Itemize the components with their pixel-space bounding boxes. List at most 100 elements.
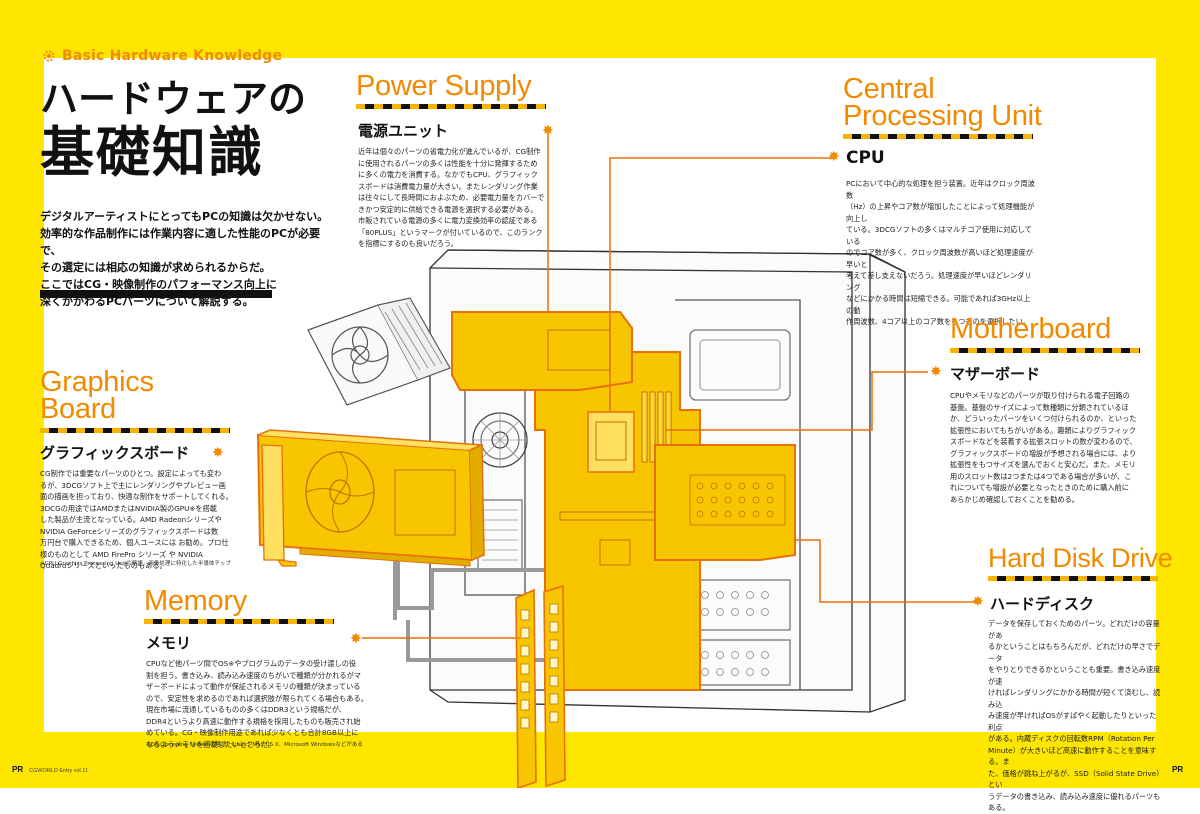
- cpu-body-line: PCにおいて中心的な処理を担う装置。近年はクロック周波数: [846, 179, 1035, 200]
- mb-body-line: 用のスロット数は2つまたは4つである場合が多いが、こ: [950, 471, 1132, 481]
- mb-body-line: グラフィックスボードの増設が予想される場合には、より: [950, 448, 1137, 458]
- psu-title-en: Power Supply: [356, 70, 532, 102]
- hdd-title-en: Hard Disk Drive: [988, 543, 1173, 573]
- lead-line: 深くかかわるPCパーツについて解説する。: [40, 295, 254, 309]
- mem-body-line: DDR4というより高速に動作する規格を採用したものも販売され始: [146, 716, 361, 726]
- cpu-body-line: などにかかる時間は短縮できる。可能であれば3GHz以上の動: [846, 294, 1031, 315]
- cpu-body-line: のでコア数が多く、クロック周波数が高いほど処理速度が早いと: [846, 248, 1033, 269]
- gpu-body-line: 万円台で購入できるため、個人ユースには お勧め。プロ仕: [40, 538, 229, 548]
- mb-body-line: スボードなどを装着する拡張スロットの数が変わるので、: [950, 437, 1137, 447]
- cpu-title-jp: CPU: [846, 148, 885, 168]
- cpu-body-line: ている。3DCGソフトの多くはマルチコア使用に対応している: [846, 225, 1032, 246]
- hdd-body-line: うデータの書き込み、読み込み速度に優れるパーツもある。: [988, 791, 1161, 813]
- title-line2: 基礎知識: [40, 121, 264, 184]
- mem-body-line: なるようメモリを搭載したいところだ。: [146, 739, 276, 749]
- psu-body-line: を指標にするのも良いだろう。: [358, 239, 458, 249]
- lead-line: デジタルアーティストにとってもPCの知識は欠かせない。: [40, 210, 329, 223]
- hdd-body-line: た、価格が跳ね上がるが、SSD（Solid State Drive）とい: [988, 768, 1160, 790]
- hdd-body-line: み速度が早ければOSがすばやく起動したりといった利点: [988, 711, 1157, 732]
- gpu-dash: [40, 428, 230, 433]
- gpu-marker-icon: ✸: [212, 445, 224, 461]
- mem-body-line: 現在市場に流通しているものの多くはDDR3という規格だが、: [146, 705, 346, 715]
- hdd-shape: [654, 444, 796, 561]
- psu-shape: [451, 311, 633, 391]
- hdd-body-line: るかということはもちろんだが、どれだけの早さでデータ: [988, 642, 1161, 663]
- cpu-body-line: （Hz）の上昇やコア数が増加したことによって処理機能が向上し: [846, 202, 1035, 223]
- gpu-body-line: NVIDIA GeForceシリーズのグラフィックスボードは数: [40, 526, 219, 536]
- gpu-body: CG制作では重要なパーツのひとつ。設定によっても変わ るが、3DCGソフト上で主…: [40, 468, 250, 572]
- psu-body-line: 近年は個々のパーツの省電力化が進んでいるが、CG制作: [358, 147, 541, 156]
- mb-body-line: CPUやメモリなどのパーツが取り付けられる電子回路の: [950, 391, 1130, 400]
- mb-title-jp: マザーボード: [950, 365, 1041, 383]
- frame-top: [0, 0, 1200, 58]
- psu-body-line: に多くの電力を消費する。なかでもCPU、グラフィック: [358, 170, 538, 180]
- mb-body: CPUやメモリなどのパーツが取り付けられる電子回路の 基盤。基盤のサイズによって…: [950, 390, 1145, 505]
- chipset: [599, 539, 631, 566]
- mb-marker-icon: ✸: [930, 364, 942, 380]
- cable: [396, 555, 642, 662]
- gpu-title-jp: グラフィックスボード: [40, 444, 190, 462]
- footer-left: PR CGWORLD Entry vol.11: [12, 765, 88, 774]
- mb-dash: [950, 348, 1140, 353]
- psu-body-line: きかつ安定的に供給できる電源を選択する必要がある。: [358, 204, 538, 214]
- leader-lines: [362, 130, 980, 639]
- hdd-body-line: ければレンダリングにかかる時間が短くて済むし、読み込: [988, 688, 1161, 709]
- psu-dash: [356, 104, 546, 109]
- psu-body-line: 市販されている電源の多くに電力変換効率の認証である: [358, 216, 538, 226]
- mem-body: CPUなど他パーツ間でOS※やプログラムのデータの受け渡しの役 割を担う。書き込…: [146, 658, 386, 750]
- mb-title-en: Motherboard: [950, 313, 1112, 345]
- mem-title-jp: メモリ: [146, 634, 192, 652]
- mem-body-line: ザーボードによって動作が保証されるメモリの種類が決まっている: [146, 682, 361, 692]
- cpu-title-en-2: Processing Unit: [843, 100, 1042, 132]
- cpu-dash: [843, 134, 1033, 139]
- mem-body-line: めている。CG・映像制作用途であれば少なくとも合計8GB以上に: [146, 728, 359, 738]
- frame-left: [0, 0, 44, 788]
- cpu-body-line: 作周波数、4コア以上のコア数をもつものを選択したい。: [846, 317, 1030, 327]
- psu-title-jp: 電源ユニット: [358, 122, 449, 140]
- title-line1: ハードウェアの: [40, 77, 307, 121]
- mem-dash: [144, 619, 334, 624]
- hdd-vents: [689, 474, 786, 526]
- title-underline: [40, 290, 272, 298]
- gpu-title-en-1: Graphics: [40, 366, 154, 398]
- gear-icon: [43, 50, 55, 62]
- hdd-body-line: Minute）が大きいほど高速に動作することを意味する。ま: [988, 745, 1157, 767]
- mb-body-line: れについても増設が必要となったときのために購入前に: [950, 483, 1129, 493]
- gpu-body-line: 面の描画を担っており、快適な制作をサポートしてくれる。: [40, 492, 233, 502]
- gpu-body-line: 様のものとして AMD FirePro シリーズ や NVIDIA: [40, 549, 203, 559]
- cpu-body: PCにおいて中心的な処理を担う装置。近年はクロック周波数 （Hz）の上昇やコア数…: [846, 178, 1036, 328]
- gpu-body-line: した製品が主流となっている。AMD Radeonシリーズや: [40, 515, 222, 525]
- cpu-socket: [587, 411, 635, 473]
- mem-body-line: ので、安定性を求めるのであれば選択肢が限られてくる場合もある。: [146, 693, 368, 703]
- mb-body-line: 基盤。基盤のサイズによって数種類に分類されているほ: [950, 402, 1129, 412]
- cpu-body-line: 考えて差し支えないだろう。処理速度が早いほどレンダリング: [846, 271, 1032, 292]
- mem-title-en: Memory: [144, 585, 247, 617]
- psu-marker-icon: ✸: [542, 123, 554, 139]
- psu-body: 近年は個々のパーツの省電力化が進んでいるが、CG制作 に使用されるパーツの多くは…: [358, 146, 548, 250]
- mem-marker-icon: ✸: [350, 631, 362, 647]
- psu-body-line: スボードは消費電力量が大きい。またレンダリング作業: [358, 181, 538, 191]
- gpu-title-en-2: Board: [40, 393, 116, 425]
- cpu-title-en-1: Central: [843, 73, 935, 105]
- mb-body-line: 拡張性においてもちがいがある。趣類によりグラフィック: [950, 425, 1137, 435]
- kicker: Basic Hardware Knowledge: [42, 48, 282, 64]
- cpu-cooler: [307, 297, 451, 406]
- mb-body-line: あらかじめ確認しておくことを勧める。: [950, 494, 1079, 504]
- gpu-body-line: るが、3DCGソフト上で主にレンダリングやプレビュー画: [40, 480, 226, 490]
- psu-body-line: 「80PLUS」というマークが付いているので、このランク: [358, 227, 543, 237]
- mem-body-line: 割を担う。書き込み、読み込み速度のちがいで種類が分かれるがマ: [146, 670, 361, 680]
- hdd-body-line: をやりとりできるかということも重要。書き込み速度が速: [988, 665, 1161, 686]
- page-folio-right: PR: [1172, 765, 1184, 774]
- mb-body-line: か、どういったパーツをいくつ付けられるのか、といった: [950, 414, 1137, 424]
- lead-text: デジタルアーティストにとってもPCの知識は欠かせない。 効率的な作品制作には作業…: [40, 208, 340, 310]
- graphics-board-shape: [256, 429, 485, 567]
- hdd-body-line: データを保存しておくためのパーツ。どれだけの容量があ: [988, 619, 1160, 640]
- frame-right: [1156, 0, 1200, 788]
- gpu-body-line: Quadroシリーズといったものもある。: [40, 561, 167, 571]
- magazine-name: CGWORLD Entry vol.11: [29, 768, 89, 774]
- cpu-chip: [595, 421, 627, 461]
- gpu-body-line: 3DCGの用途ではAMDまたはNVIDIA製のGPU※を搭載: [40, 503, 217, 513]
- page-folio-left: PR: [12, 765, 24, 774]
- psu-body-line: に使用されるパーツの多くは性能を十分に発揮するため: [358, 158, 538, 168]
- pc-illustration: [256, 130, 980, 788]
